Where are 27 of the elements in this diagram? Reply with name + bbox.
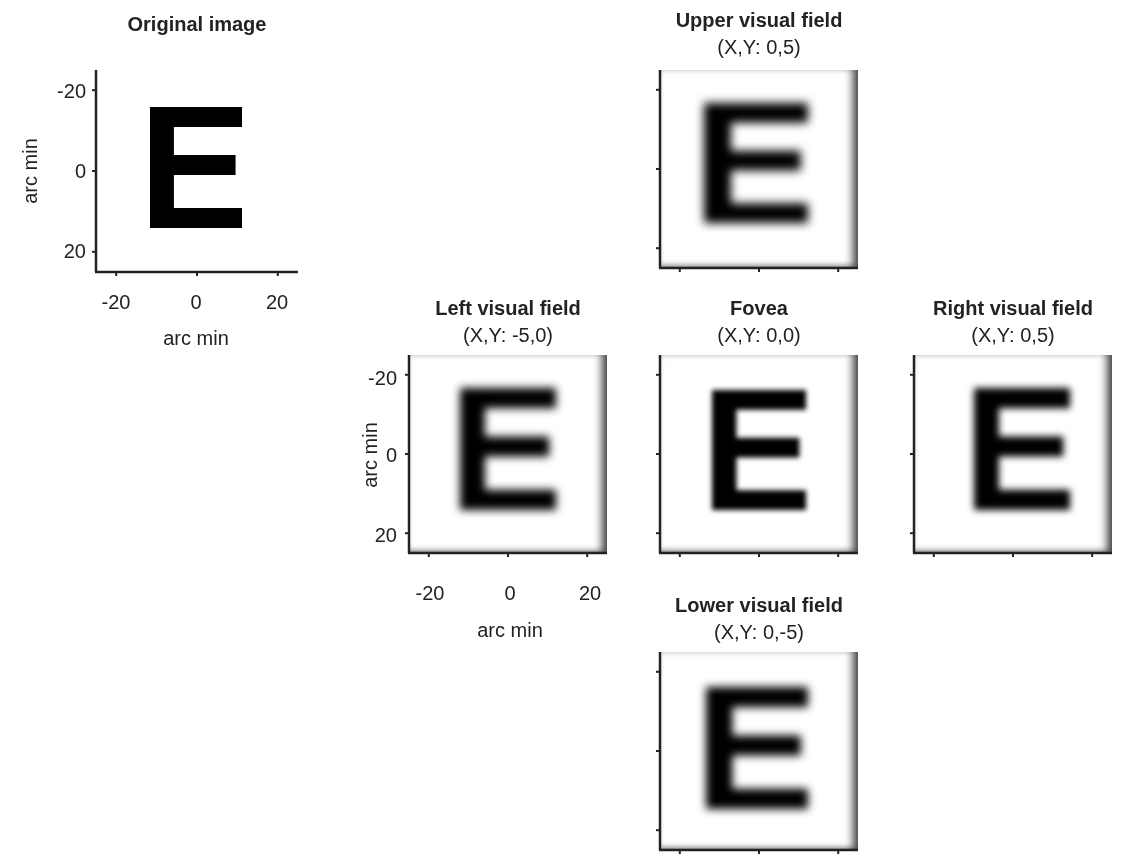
axis-title: arc min — [163, 327, 229, 349]
tick-label: 0 — [190, 291, 202, 313]
tick-label: -20 — [368, 367, 397, 389]
tick-label: -20 — [415, 582, 445, 604]
tick-label: 20 — [63, 240, 86, 262]
panel-title: Upper visual field — [674, 8, 844, 32]
coordinate-label: (X,Y: 0,-5) — [713, 620, 805, 644]
tick-label: -20 — [57, 80, 86, 102]
tick-label: 0 — [385, 444, 397, 466]
coordinate-label: (X,Y: 0,5) — [716, 35, 802, 59]
tick-label: 0 — [504, 582, 516, 604]
tick-label: 20 — [374, 524, 397, 546]
axis-title: arc min — [477, 619, 543, 641]
axis-title: arc min — [359, 422, 381, 488]
tick-label: 20 — [578, 582, 602, 604]
tick-label: 0 — [74, 160, 86, 182]
panel-title: Original image — [126, 12, 268, 36]
coordinate-label: (X,Y: 0,0) — [716, 323, 802, 347]
panel-title: Fovea — [729, 296, 789, 320]
panel-title: Lower visual field — [674, 593, 844, 617]
coordinate-label: (X,Y: -5,0) — [462, 323, 554, 347]
axis-title: arc min — [19, 138, 41, 204]
panel-title: Right visual field — [932, 296, 1094, 320]
tick-label: 20 — [265, 291, 289, 313]
panel-title: Left visual field — [434, 296, 582, 320]
coordinate-label: (X,Y: 0,5) — [970, 323, 1056, 347]
tick-label: -20 — [101, 291, 131, 313]
